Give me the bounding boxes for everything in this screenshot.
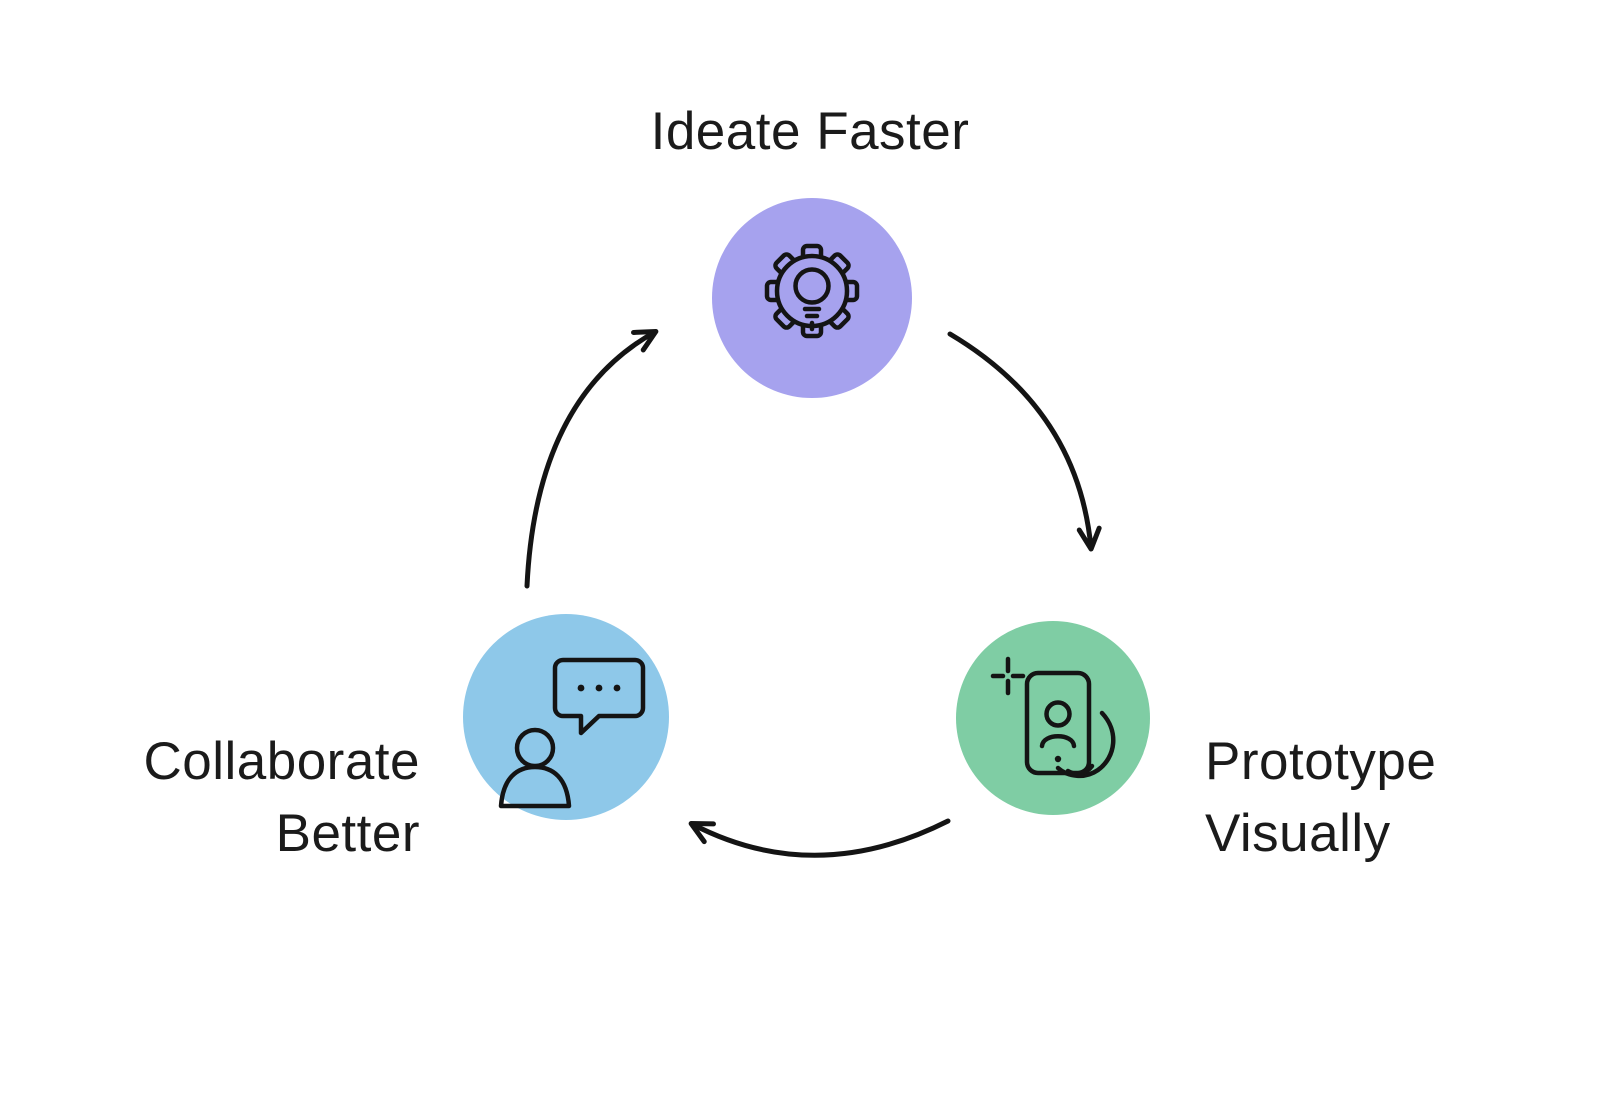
arrow-collaborate-to-ideate	[524, 329, 659, 589]
person-icon	[498, 727, 572, 809]
phone-in-hand-icon	[990, 656, 1116, 778]
node-label-prototype: Prototype Visually	[1205, 726, 1436, 870]
node-collaborate	[463, 614, 669, 820]
node-label-collaborate: Collaborate Better	[0, 726, 420, 870]
gear-lightbulb-icon	[764, 243, 860, 339]
speech-bubble-icon	[552, 657, 646, 736]
node-ideate	[712, 198, 912, 398]
arrow-ideate-to-prototype	[947, 331, 1102, 552]
phone-icon	[1024, 670, 1092, 776]
node-label-collaborate-line2: Better	[275, 804, 420, 863]
node-label-ideate: Ideate Faster	[650, 102, 970, 161]
node-label-collaborate-line1: Collaborate	[143, 732, 420, 791]
person-speech-bubble-icon	[498, 657, 646, 809]
node-prototype	[956, 621, 1150, 815]
arrow-prototype-to-collaborate	[688, 818, 951, 858]
hand-icon	[1055, 710, 1116, 778]
node-circle-prototype	[956, 621, 1150, 815]
sparkle-icon	[990, 656, 1026, 696]
screen-person-icon	[1044, 700, 1072, 728]
node-label-prototype-line2: Visually	[1205, 804, 1391, 863]
node-label-prototype-line1: Prototype	[1205, 732, 1437, 791]
lightbulb-icon	[793, 267, 831, 305]
